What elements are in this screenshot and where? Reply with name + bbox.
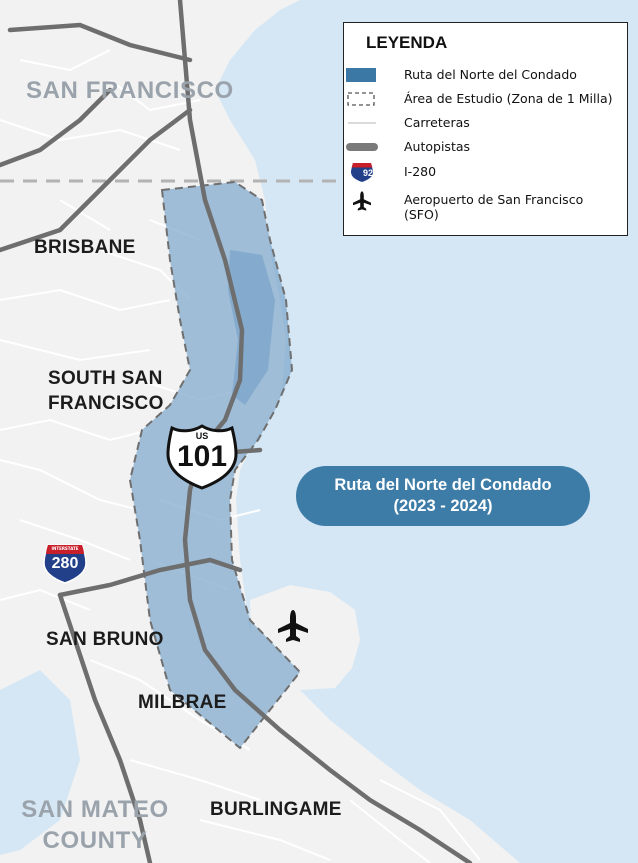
place-label-san-mateo-line1: SAN MATEO <box>21 796 169 823</box>
legend-label: Área de Estudio (Zona de 1 Milla) <box>404 91 613 106</box>
interstate-shield-small-icon <box>351 163 373 182</box>
callout-line1: Ruta del Norte del Condado <box>334 476 552 494</box>
highway-north <box>7 22 193 63</box>
legend-item-i280: 92 I-280 <box>344 163 629 183</box>
highway-380 <box>57 557 243 598</box>
route-callout: Ruta del Norte del Condado (2023 - 2024) <box>296 466 590 526</box>
callout-line2: (2023 - 2024) <box>393 497 493 515</box>
legend-label: Ruta del Norte del Condado <box>404 67 577 82</box>
interstate-shield-top-label: INTERSTATE <box>51 546 79 551</box>
legend-item-roads: Carreteras <box>344 115 629 131</box>
us-shield-number: 101 <box>176 440 228 473</box>
bay-inlet-2 <box>560 800 638 863</box>
route-swatch-icon <box>346 68 376 82</box>
road-line-icon <box>348 122 376 124</box>
legend-shield-number: 92 <box>362 168 373 178</box>
legend-item-airport: Aeropuerto de San Francisco (SFO) <box>344 191 629 223</box>
place-label-san-mateo-line2: COUNTY <box>42 827 148 854</box>
place-label-south-sf-line2: FRANCISCO <box>48 393 164 414</box>
highway-101 <box>177 0 473 863</box>
place-label-south-sf-line1: SOUTH SAN <box>48 368 163 389</box>
legend-title: LEYENDA <box>366 33 448 52</box>
legend-label: I-280 <box>404 164 437 179</box>
legend-label: Carreteras <box>404 115 470 130</box>
dashed-box-icon <box>347 92 375 106</box>
legend-label: Aeropuerto de San Francisco (SFO) <box>404 192 584 222</box>
place-label-san-francisco: SAN FRANCISCO <box>26 77 234 104</box>
highway-west <box>0 87 113 168</box>
place-label-san-bruno: SAN BRUNO <box>46 629 164 650</box>
highway-280 <box>0 107 193 253</box>
legend-item-study-area: Área de Estudio (Zona de 1 Milla) <box>344 91 629 107</box>
place-label-millbrae: MILBRAE <box>138 692 227 713</box>
airplane-small-icon <box>353 191 371 211</box>
interstate-shield-icon <box>43 544 87 584</box>
place-label-brisbane: BRISBANE <box>34 237 136 258</box>
legend-item-highways: Autopistas <box>344 139 629 155</box>
map-legend: LEYENDA Ruta del Norte del Condado Área … <box>343 22 628 236</box>
us-shield-top-label: US <box>195 431 209 441</box>
airplane-icon <box>278 610 308 642</box>
place-label-burlingame: BURLINGAME <box>210 799 342 820</box>
highway-line-icon <box>346 143 378 151</box>
legend-label: Autopistas <box>404 139 471 154</box>
highways <box>0 0 473 863</box>
legend-item-route: Ruta del Norte del Condado <box>344 67 629 83</box>
highway-280-south <box>57 592 153 863</box>
bay-inlet <box>0 670 80 855</box>
us-route-shield-icon <box>166 424 238 490</box>
interstate-shield-number: 280 <box>51 555 79 572</box>
